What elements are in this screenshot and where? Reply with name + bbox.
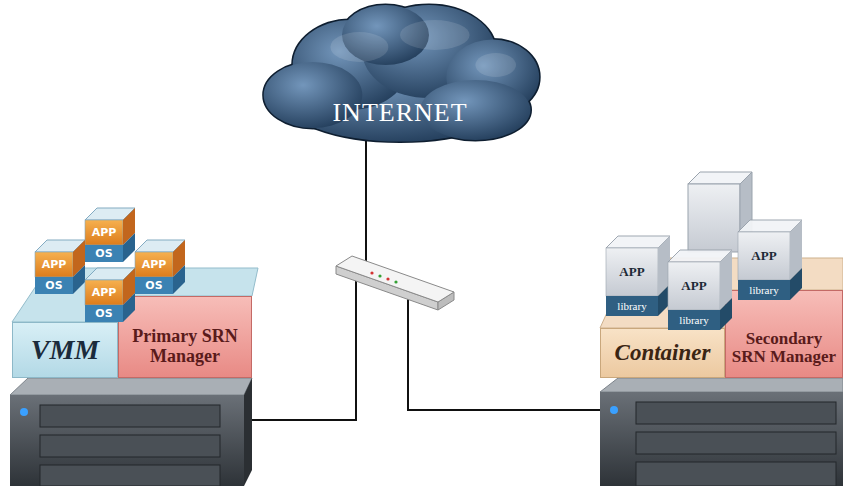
switch-top [336, 256, 454, 302]
port-led [378, 274, 381, 277]
network-cable [252, 280, 356, 420]
cube-base [606, 296, 658, 316]
node-label: OS [35, 277, 73, 294]
cube-front [35, 252, 73, 277]
server-front [10, 395, 244, 486]
virtual-machine-cube: APPOS [85, 268, 135, 322]
node-label: library [738, 280, 790, 300]
server-chassis [600, 378, 843, 486]
network-cable [408, 298, 600, 410]
srn-manager-layer: Primary SRN Manager [118, 296, 252, 378]
node-label: library [668, 310, 720, 330]
port-led [386, 277, 389, 280]
port-led [394, 280, 397, 283]
server-chassis [10, 378, 252, 486]
node-label: INTERNET [332, 98, 467, 128]
node-label: APP [35, 252, 73, 277]
cube-base [35, 277, 73, 294]
cube-front [85, 220, 123, 245]
cloud-outline [264, 5, 540, 142]
node-label: Container [615, 340, 711, 365]
virtual-machine-cube: APPOS [35, 240, 85, 294]
cloud-highlight [330, 32, 388, 62]
power-led [610, 406, 618, 414]
cloud-highlight [475, 53, 516, 77]
cloud-highlight [400, 20, 470, 50]
cube-side [73, 265, 85, 294]
container-cube: APPlibrary [668, 250, 732, 330]
network-switch [336, 256, 454, 310]
cube-front [135, 252, 173, 277]
cloud-highlight [330, 20, 516, 77]
container-layer: Container [600, 328, 725, 378]
cube-base [85, 245, 123, 262]
cloud-fill [264, 5, 540, 142]
cube-front [606, 248, 658, 296]
node-label: APP [668, 262, 720, 310]
drive-bay [636, 432, 836, 454]
cube-front [738, 232, 790, 280]
container-cube: APPlibrary [606, 236, 670, 316]
drive-bay [40, 435, 220, 457]
node-label: APP [738, 232, 790, 280]
node-label: Secondary SRN Manager [731, 330, 837, 367]
cube-front [668, 262, 720, 310]
cube-side [173, 265, 185, 294]
node-label: APP [85, 220, 123, 245]
virtual-machine-cube: APPOS [135, 240, 185, 294]
drive-bay [636, 402, 836, 424]
node-label: Primary SRN Manager [124, 327, 246, 367]
cube-side [123, 233, 135, 262]
srn-manager-layer: Secondary SRN Manager [725, 290, 843, 378]
port-led [370, 271, 373, 274]
node-label: VMM [31, 335, 99, 366]
server-top [600, 378, 843, 392]
cube-base [668, 310, 720, 330]
cloud-shape [255, 2, 545, 152]
node-label: OS [85, 305, 123, 322]
virtual-machine-cube: APPOS [85, 208, 135, 262]
drive-bay [40, 405, 220, 427]
cube-front [688, 184, 740, 252]
internet-cloud: INTERNET [255, 2, 545, 152]
power-led [20, 408, 28, 416]
node-label: OS [85, 245, 123, 262]
drive-bay [40, 465, 220, 486]
cube-base [738, 280, 790, 300]
node-label: APP [85, 280, 123, 305]
node-label: APP [135, 252, 173, 277]
server-top [10, 378, 252, 395]
cube-base [135, 277, 173, 294]
drive-bay [636, 462, 836, 486]
network-cable [365, 140, 367, 262]
container-cube: APPlibrary [738, 220, 802, 300]
server-side [244, 378, 252, 486]
cube-front [85, 280, 123, 305]
node-label: OS [135, 277, 173, 294]
cube-base [85, 305, 123, 322]
node-label: library [606, 296, 658, 316]
server-front [600, 392, 843, 486]
node-label: APP [606, 248, 658, 296]
vmm-layer: VMM [12, 322, 118, 378]
